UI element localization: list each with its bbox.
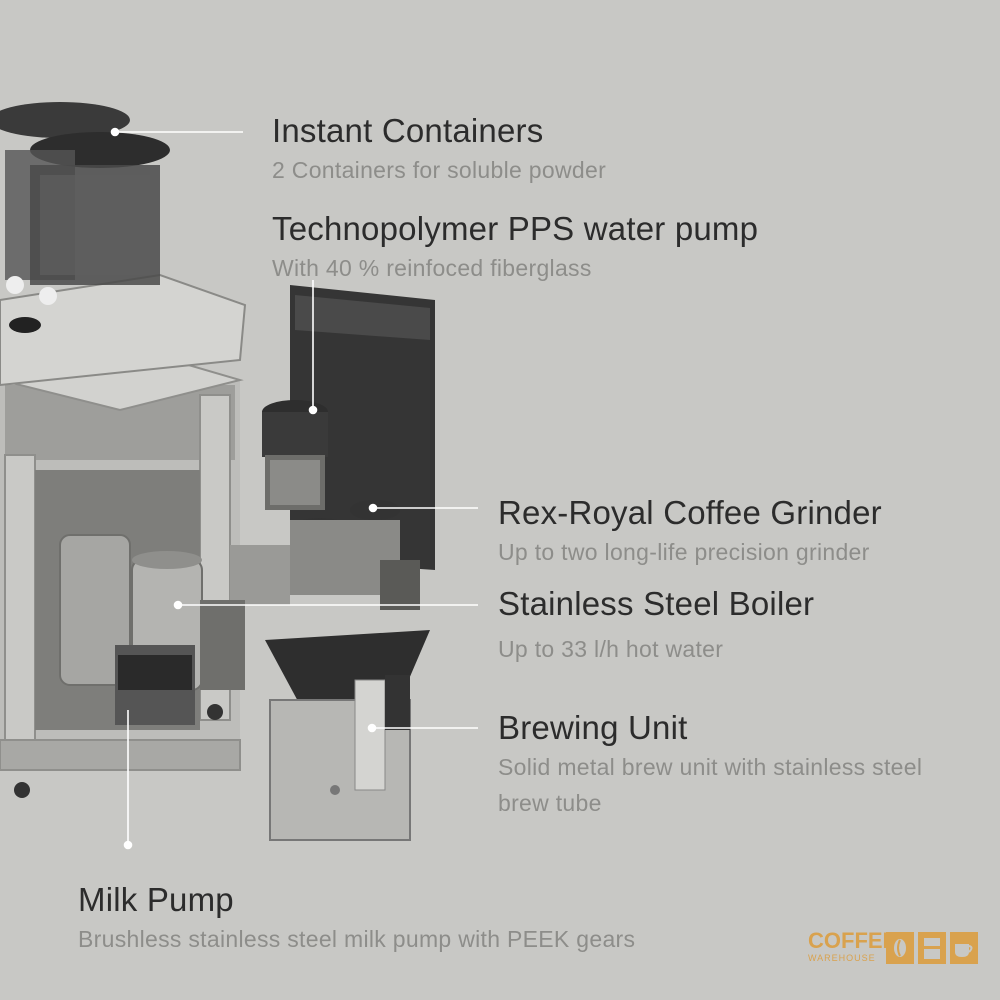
feature-description: Up to two long-life precision grinder <box>498 539 870 566</box>
brand-logo: COFFEE WAREHOUSE <box>808 930 978 976</box>
feature-milk-pump: Milk Pump Brushless stainless steel milk… <box>78 881 636 958</box>
coffee-cup-icon <box>950 932 978 964</box>
feature-description: 2 Containers for soluble powder <box>272 157 607 184</box>
feature-steel-boiler: Stainless Steel Boiler Up to 33 l/h hot … <box>498 585 815 668</box>
feature-instant-containers: Instant Containers 2 Containers for solu… <box>272 112 607 189</box>
brand-logo-icons <box>886 932 978 964</box>
feature-title: Rex-Royal Coffee Grinder <box>498 494 882 531</box>
feature-title: Brewing Unit <box>498 709 688 746</box>
instant-containers <box>0 102 170 305</box>
back-panel <box>290 285 435 570</box>
feature-description: Solid metal brew unit with stainless ste… <box>498 754 923 816</box>
feature-title: Instant Containers <box>272 112 544 149</box>
brewing-unit <box>265 630 430 841</box>
feature-title: Milk Pump <box>78 881 234 918</box>
water-pump <box>262 400 328 510</box>
feature-description: Brushless stainless steel milk pump with… <box>78 926 636 953</box>
brand-logo-text: COFFEE WAREHOUSE <box>808 930 897 964</box>
coffee-grinder <box>200 500 420 690</box>
brand-subtitle: WAREHOUSE <box>808 953 876 963</box>
feature-description: Up to 33 l/h hot water <box>498 636 724 663</box>
feature-brewing-unit: Brewing Unit Solid metal brew unit with … <box>498 709 978 822</box>
feature-title: Stainless Steel Boiler <box>498 585 815 622</box>
leader-lines <box>110 127 478 850</box>
coffee-bean-icon <box>886 932 914 964</box>
boilers <box>59 534 203 725</box>
brand-name: COFFEE <box>808 928 898 953</box>
feature-title: Technopolymer PPS water pump <box>272 210 759 247</box>
feature-description: With 40 % reinfoced fiberglass <box>272 255 592 282</box>
feature-coffee-grinder: Rex-Royal Coffee Grinder Up to two long-… <box>498 494 882 571</box>
grinder-icon <box>918 932 946 964</box>
feature-water-pump: Technopolymer PPS water pump With 40 % r… <box>272 210 759 287</box>
